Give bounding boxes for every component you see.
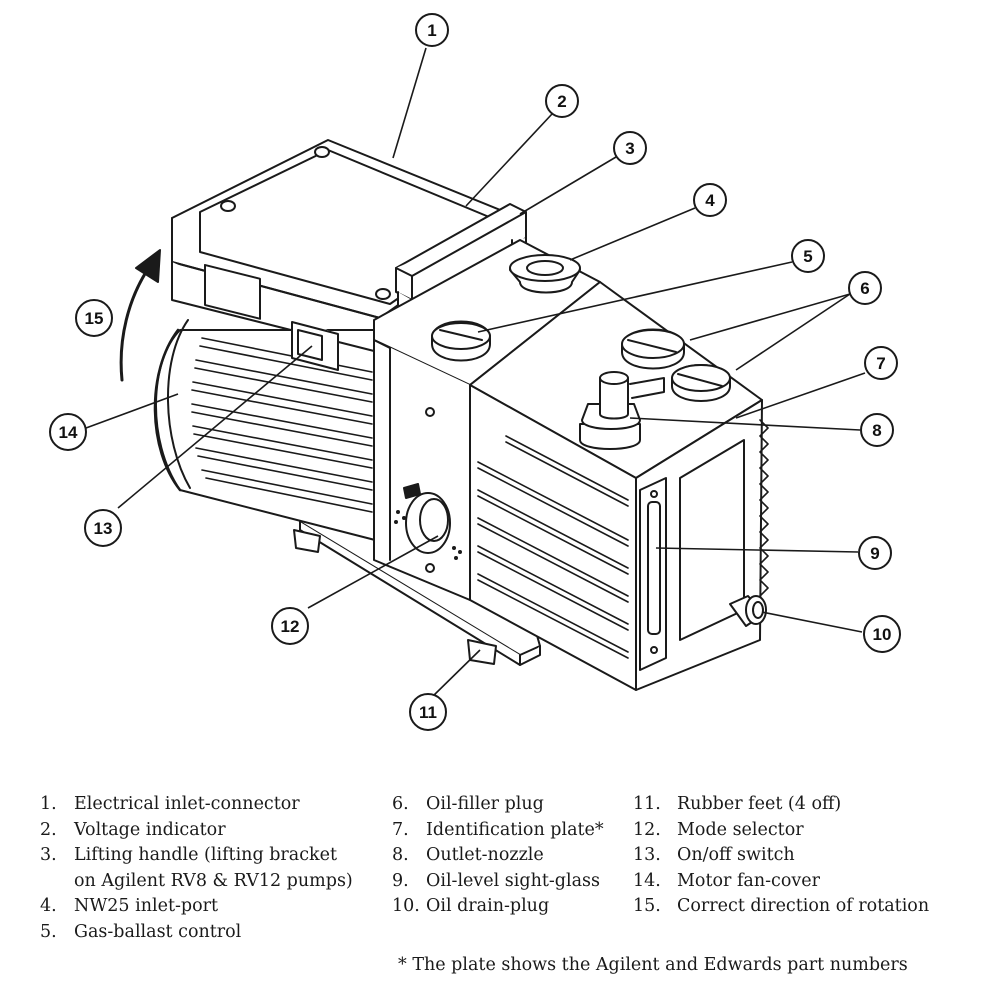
legend-item: 15.Correct direction of rotation: [633, 896, 930, 916]
oil-filler-plugs: [621, 328, 731, 402]
gas-ballast-control: [431, 320, 491, 362]
svg-text:13: 13: [94, 519, 113, 538]
legend-item: 5.Gas-ballast control: [40, 921, 242, 942]
oil-drain-plug: [729, 595, 767, 627]
leader-lines: [85, 47, 866, 699]
callout-2: 2: [545, 84, 579, 118]
svg-text:11: 11: [419, 703, 437, 722]
legend-item: 9.Oil-level sight-glass: [392, 870, 601, 891]
legend-item: 8.Outlet-nozzle: [392, 845, 544, 865]
legend-item: 2.Voltage indicator: [40, 819, 226, 840]
legend-item: 13.On/off switch: [633, 845, 795, 865]
svg-text:2: 2: [557, 92, 566, 111]
legend-item: 12.Mode selector: [633, 819, 804, 840]
callout-3: 3: [613, 131, 647, 165]
svg-text:4: 4: [705, 191, 715, 210]
svg-text:14: 14: [59, 423, 78, 442]
callout-5: 5: [791, 239, 825, 273]
legend-item: 1.Electrical inlet-connector: [40, 794, 300, 814]
legend-item: 4.NW25 inlet-port: [40, 896, 219, 916]
mode-selector: [394, 483, 462, 560]
legend-item: 3.Lifting handle (lifting bracket: [40, 845, 338, 865]
svg-text:6: 6: [860, 279, 869, 298]
legend-item: 10.Oil drain-plug: [392, 896, 550, 916]
legend-column-1: 1.Electrical inlet-connector 2.Voltage i…: [40, 792, 353, 945]
svg-text:8: 8: [872, 421, 881, 440]
legend-item-continuation: on Agilent RV8 & RV12 pumps): [74, 870, 353, 891]
svg-text:3: 3: [625, 139, 634, 158]
callout-14: 14: [49, 413, 87, 451]
svg-text:9: 9: [870, 544, 879, 563]
pump-diagram: 1 2 3 4 5 6 7 8 9 10 11 12 13 14 15: [49, 13, 901, 731]
callout-10: 10: [863, 615, 901, 653]
oil-level-sight-glass: [639, 477, 667, 671]
legend-item: 14.Motor fan-cover: [633, 870, 820, 891]
callout-7: 7: [864, 346, 898, 380]
on-off-switch: [291, 321, 339, 371]
callout-15: 15: [75, 299, 113, 337]
inlet-port: [509, 254, 581, 294]
rubber-feet: [293, 529, 497, 665]
outlet-nozzle: [579, 371, 665, 450]
svg-text:1: 1: [427, 21, 436, 40]
callout-13: 13: [84, 509, 122, 547]
callout-9: 9: [858, 536, 892, 570]
svg-text:12: 12: [281, 617, 300, 636]
callout-6: 6: [848, 271, 882, 305]
voltage-indicator-window: [204, 263, 261, 320]
legend-item: 7.Identification plate*: [392, 819, 604, 840]
callout-4: 4: [693, 183, 727, 217]
footnote: * The plate shows the Agilent and Edward…: [398, 955, 908, 975]
svg-text:7: 7: [876, 354, 885, 373]
callout-8: 8: [860, 413, 894, 447]
legend-item: 6.Oil-filler plug: [392, 794, 544, 814]
svg-text:10: 10: [873, 625, 892, 644]
motor-body: [153, 319, 379, 541]
rotation-arrow: [119, 249, 161, 382]
svg-text:15: 15: [85, 309, 104, 328]
legend-item: 11.Rubber feet (4 off): [633, 794, 842, 814]
callout-1: 1: [415, 13, 449, 47]
callouts: 1 2 3 4 5 6 7 8 9 10 11 12 13 14 15: [49, 13, 901, 731]
svg-text:5: 5: [803, 247, 812, 266]
callout-12: 12: [271, 607, 309, 645]
callout-11: 11: [409, 693, 447, 731]
legend-column-2: 6.Oil-filler plug 7.Identification plate…: [392, 792, 604, 920]
legend-column-3: 11.Rubber feet (4 off) 12.Mode selector …: [633, 792, 929, 920]
